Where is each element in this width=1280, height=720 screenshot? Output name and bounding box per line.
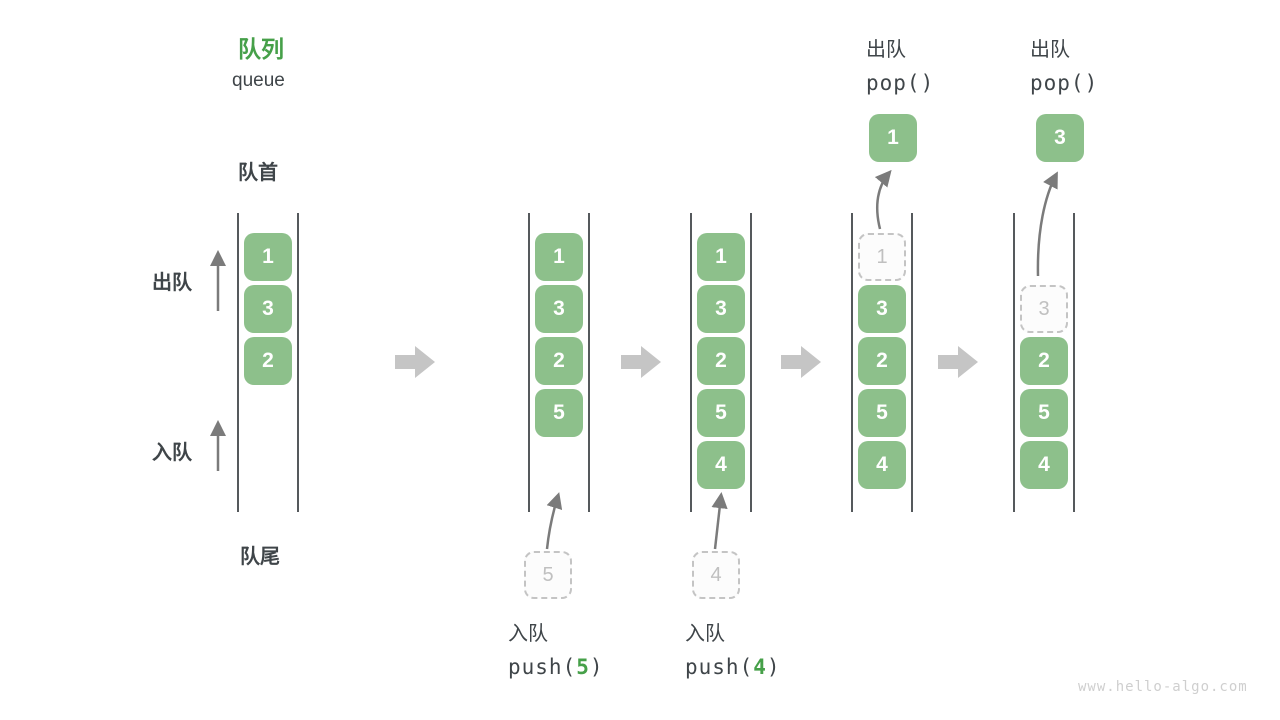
pop1-code: pop() [866,71,935,95]
queue-cell: 3 [244,285,292,333]
push5-operation-label: 入队 push(5) [508,617,604,679]
state-transition-arrow-icon [781,346,821,378]
ghost-cell: 3 [1020,285,1068,333]
pop1-operation-label: 出队 pop() [866,33,934,95]
queue-cell: 3 [697,285,745,333]
enqueue-op-label: 入队 [508,623,548,645]
pending-cell: 4 [692,551,740,599]
push4-code: push(4) [685,655,781,679]
ghost-cell: 1 [858,233,906,281]
queue-cell: 1 [535,233,583,281]
code-arg: 4 [753,655,767,679]
queue-cell: 5 [1020,389,1068,437]
page-subtitle: queue [232,70,285,91]
state-transition-arrow-icon [395,346,435,378]
state-transition-arrow-icon [938,346,978,378]
code-fn: push( [508,655,577,679]
queue-cell: 1 [697,233,745,281]
dequeue-op-label: 出队 [1030,39,1070,61]
code-fn: push( [685,655,754,679]
push5-code: push(5) [508,655,604,679]
pop2-code: pop() [1030,71,1099,95]
queue-cell: 3 [858,285,906,333]
pending-cell: 5 [524,551,572,599]
queue-cell: 2 [244,337,292,385]
queue-column-state2: 1 3 2 5 [528,213,590,512]
watermark: www.hello-algo.com [1078,679,1248,695]
queue-column-state4: 1 3 2 5 4 [851,213,913,512]
page-title: 队列 [238,36,284,62]
dequeue-side-label: 出队 [152,272,192,294]
enqueue-op-label: 入队 [685,623,725,645]
queue-cell: 5 [858,389,906,437]
queue-column-state3: 1 3 2 5 4 [690,213,752,512]
queue-cell: 4 [697,441,745,489]
queue-cell: 2 [535,337,583,385]
popped-cell: 1 [869,114,917,162]
code-close: ) [766,655,781,679]
code-arg: 5 [576,655,590,679]
queue-cell: 4 [858,441,906,489]
queue-cell: 4 [1020,441,1068,489]
queue-cell: 2 [697,337,745,385]
queue-cell: 3 [535,285,583,333]
queue-cell: 2 [858,337,906,385]
queue-rear-label: 队尾 [240,546,280,568]
state-transition-arrow-icon [621,346,661,378]
queue-column-state5: 3 2 5 4 [1013,213,1075,512]
queue-cell: 5 [535,389,583,437]
queue-cell: 5 [697,389,745,437]
queue-front-label: 队首 [238,162,278,184]
queue-cell: 1 [244,233,292,281]
popped-cell: 3 [1036,114,1084,162]
push4-operation-label: 入队 push(4) [685,617,781,679]
queue-column-state1: 1 3 2 [237,213,299,512]
enqueue-side-label: 入队 [152,442,192,464]
code-close: ) [589,655,604,679]
pop2-operation-label: 出队 pop() [1030,33,1098,95]
dequeue-op-label: 出队 [866,39,906,61]
queue-cell: 2 [1020,337,1068,385]
